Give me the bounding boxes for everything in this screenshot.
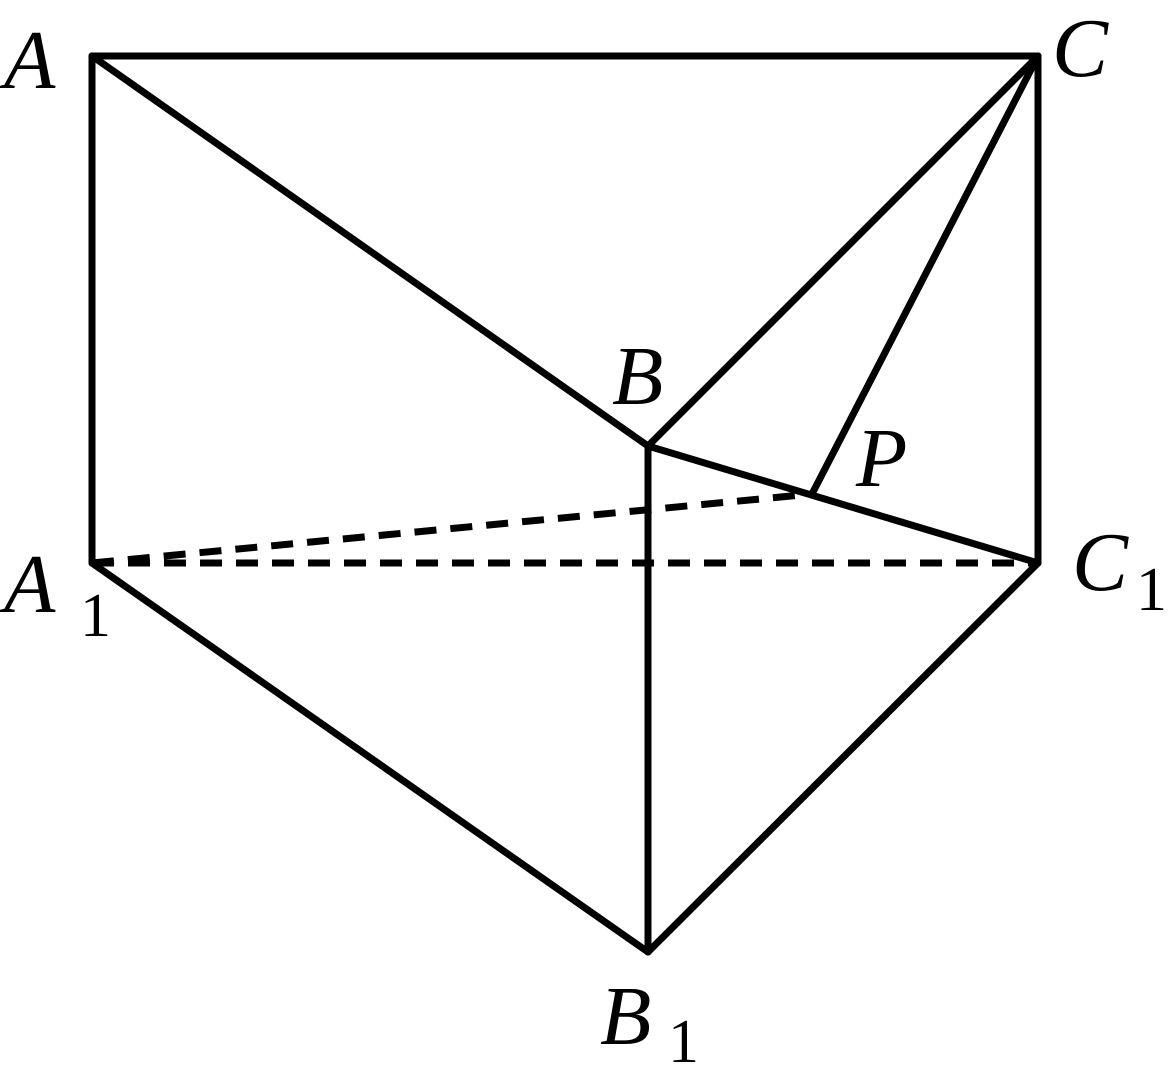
- label-c1-subscript: 1: [1136, 556, 1167, 624]
- edge-b1-c1: [644, 559, 1042, 956]
- edge-b-c: [644, 52, 1042, 450]
- label-b1-subscript: 1: [668, 1008, 699, 1071]
- edge-a-b: [88, 52, 652, 450]
- edge-c-p: [808, 52, 1042, 498]
- label-p: P: [855, 412, 907, 505]
- label-c: C: [1052, 2, 1109, 95]
- edge-a1-b1: [88, 559, 652, 956]
- label-c1: C: [1072, 516, 1129, 609]
- label-b1: B: [600, 970, 651, 1063]
- edge-b-c1: [644, 442, 1042, 567]
- label-a1: A: [0, 538, 56, 631]
- label-a: A: [0, 14, 56, 107]
- edge-a1-p: [91, 490, 813, 567]
- label-a1-subscript: 1: [80, 582, 111, 650]
- label-b: B: [612, 330, 663, 423]
